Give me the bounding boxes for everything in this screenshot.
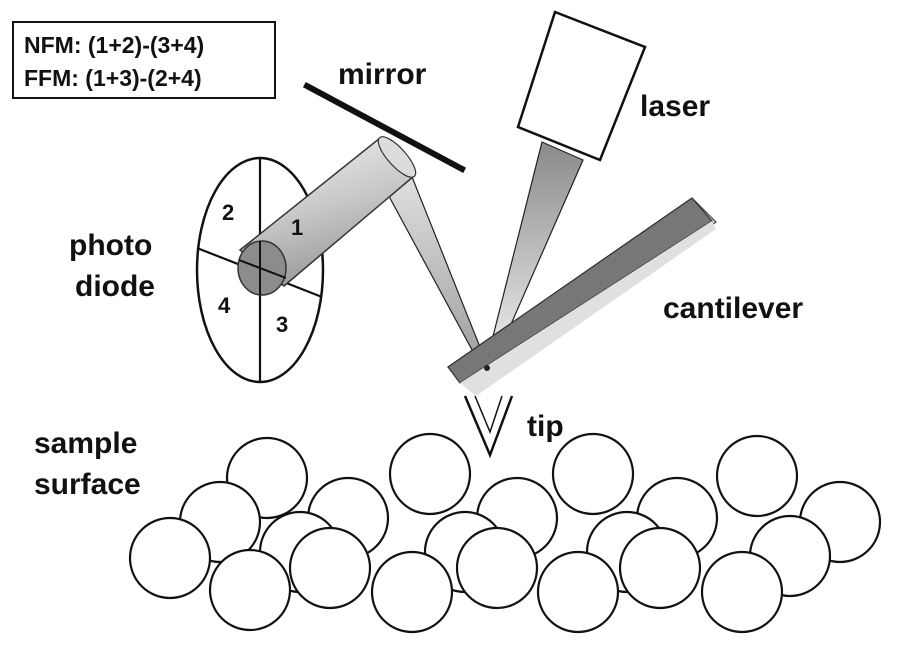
label-tip: tip (527, 410, 564, 443)
surface-sphere (128, 516, 212, 600)
legend-box (12, 21, 276, 99)
label-laser: laser (640, 90, 710, 123)
surface-sphere (288, 526, 372, 610)
surface-sphere (388, 432, 472, 516)
quadrant-1: 1 (291, 215, 303, 240)
spot-divider-h (238, 259, 287, 279)
surface-sphere (618, 526, 702, 610)
cantilever-edge (460, 221, 716, 396)
surface-sphere (208, 548, 292, 632)
surface-sphere (536, 550, 620, 634)
surface-sphere (551, 432, 635, 516)
quadrant-2: 2 (222, 200, 234, 225)
surface-sphere (370, 550, 454, 634)
surface-sphere (700, 550, 784, 634)
label-surface: surface (34, 468, 141, 501)
probe-tip (463, 395, 514, 459)
label-diode: diode (75, 270, 155, 303)
mirror (302, 81, 467, 174)
quadrant-3: 3 (276, 312, 288, 337)
label-cantilever: cantilever (663, 292, 803, 325)
cylinder-end (377, 136, 417, 178)
label-sample: sample (34, 427, 137, 460)
surface-sphere (455, 526, 539, 610)
sample-surface (128, 432, 882, 634)
cantilever-top (447, 197, 713, 384)
quadrant-4: 4 (218, 293, 231, 318)
laser-spot (484, 365, 490, 371)
label-mirror: mirror (338, 58, 427, 91)
laser-body (516, 10, 647, 162)
legend-line-ffm: FFM: (1+3)-(2+4) (24, 65, 202, 91)
surface-sphere (715, 434, 799, 518)
legend-line-nfm: NFM: (1+2)-(3+4) (24, 32, 204, 58)
label-photo: photo (69, 229, 152, 262)
probe-tip-inner (474, 395, 503, 435)
